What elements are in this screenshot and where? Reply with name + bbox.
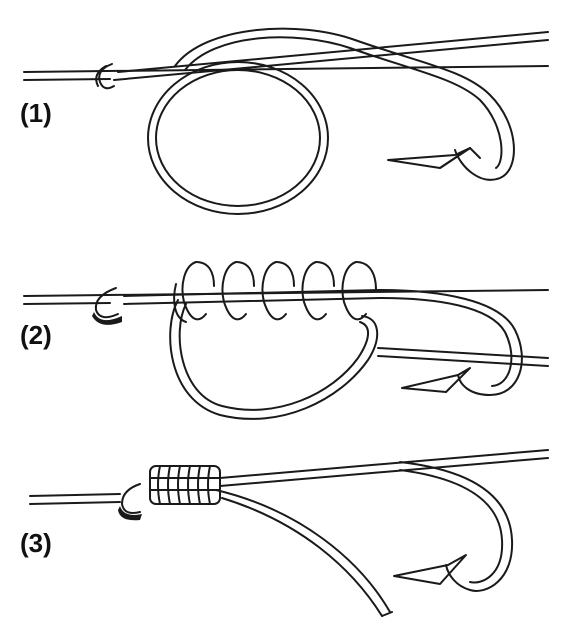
step-2-hook-bend (379, 289, 523, 396)
step-3-label: (3) (20, 528, 52, 558)
step-3-hook-eye (118, 483, 142, 521)
step-1-hook-shank (113, 31, 549, 81)
step-2-label: (2) (20, 320, 52, 350)
step-1-label: (1) (20, 98, 52, 128)
step-2-hook-eye (92, 287, 122, 325)
step-1-hook-barb (387, 147, 481, 169)
step-3-hook-barb (393, 554, 467, 585)
step-2-hook-shank (123, 289, 381, 305)
step-3-hook-shank (219, 449, 549, 487)
step-1-loop (174, 27, 515, 181)
step-3-knot (149, 465, 221, 505)
step-3-tag-end (215, 489, 393, 617)
step-2-loop (169, 299, 379, 420)
step-1-hook-eye (95, 63, 115, 90)
step-3-leader-line (29, 493, 121, 505)
step-3-figure (29, 449, 549, 617)
step-2-wraps (173, 261, 377, 323)
step-1-coil (147, 61, 329, 215)
step-2-figure (23, 261, 549, 420)
step-3-hook-bend (399, 461, 514, 592)
step-2-tag-line (377, 347, 549, 367)
step-1-figure (23, 27, 549, 215)
step-2-hook-barb (401, 367, 471, 393)
